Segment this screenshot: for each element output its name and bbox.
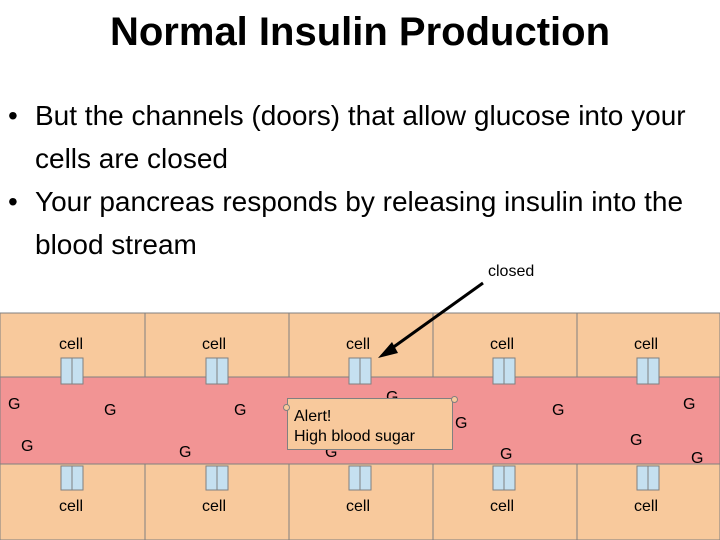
glucose-label: G (683, 396, 696, 413)
alert-callout: Alert! High blood sugar (287, 398, 453, 450)
glucose-label: G (8, 396, 21, 413)
cell-label: cell (634, 498, 659, 515)
channel (205, 357, 229, 385)
cell-label: cell (202, 498, 227, 515)
cell-label: cell (59, 336, 84, 353)
channel (60, 357, 84, 385)
channel (636, 465, 660, 491)
glucose-label: G (500, 446, 513, 463)
glucose-label: G (179, 444, 192, 461)
closed-pointer-arrow (378, 281, 484, 358)
callout-curl-icon (283, 404, 290, 411)
cell-label: cell (346, 498, 371, 515)
channel (492, 465, 516, 491)
glucose-label: G (21, 438, 34, 455)
cell-label: cell (346, 336, 371, 353)
cell-label: cell (634, 336, 659, 353)
channel (205, 465, 229, 491)
glucose-label: G (630, 432, 643, 449)
callout-curl-icon (451, 396, 458, 403)
slide-title: Normal Insulin Production (109, 10, 611, 54)
bullet-list: But the channels (doors) that allow gluc… (8, 94, 713, 266)
glucose-label: G (234, 402, 247, 419)
channel (60, 465, 84, 491)
bottom-channels (60, 465, 660, 491)
cell-label: cell (202, 336, 227, 353)
glucose-label: G (104, 402, 117, 419)
top-channels (60, 357, 660, 385)
channel (636, 357, 660, 385)
cell-label: cell (59, 498, 84, 515)
channel (348, 465, 372, 491)
closed-label: closed (488, 263, 535, 280)
alert-title: Alert! (294, 408, 332, 425)
alert-message: High blood sugar (294, 428, 415, 445)
glucose-label: G (691, 450, 704, 467)
channel (492, 357, 516, 385)
bullet-item: Your pancreas responds by releasing insu… (8, 180, 713, 266)
glucose-label: G (455, 415, 468, 432)
cell-label: cell (490, 498, 515, 515)
glucose-label: G (552, 402, 565, 419)
bullet-item: But the channels (doors) that allow gluc… (8, 94, 713, 180)
cell-label: cell (490, 336, 515, 353)
channel (348, 357, 372, 385)
